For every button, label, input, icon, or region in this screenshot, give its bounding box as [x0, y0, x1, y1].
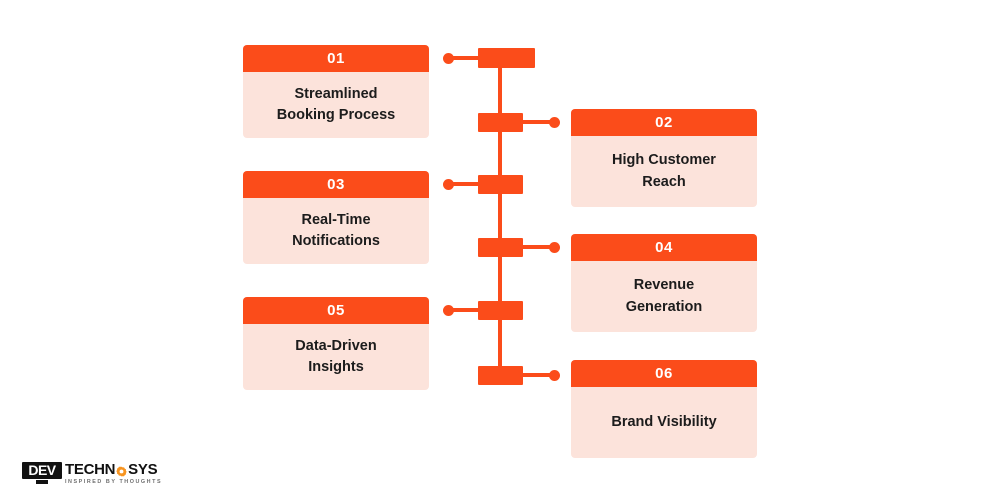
- step-number-06: 06: [571, 360, 757, 387]
- monitor-icon: DEV: [22, 462, 62, 484]
- node-connector-right-06: [521, 373, 554, 377]
- step-title-06: Brand Visibility: [571, 387, 757, 458]
- step-number-01: 01: [243, 45, 429, 72]
- node-block-02: [478, 113, 523, 132]
- node-connector-right-02: [521, 120, 554, 124]
- logo-wordmark: TECHN SYS INSPIRED BY THOUGHTS: [65, 462, 163, 486]
- logo-mark-text: DEV: [22, 462, 62, 479]
- brand-logo: DEV TECHN SYS INSPIRED BY THOUGHTS: [22, 462, 162, 485]
- logo-word-after: SYS: [128, 461, 158, 478]
- step-title-03: Real-Time Notifications: [243, 198, 429, 264]
- step-title-04: Revenue Generation: [571, 261, 757, 332]
- node-block-06: [478, 366, 523, 385]
- logo-word-before: TECHN: [65, 461, 116, 478]
- step-number-05: 05: [243, 297, 429, 324]
- step-number-02: 02: [571, 109, 757, 136]
- node-dot-05: [443, 305, 454, 316]
- timeline-spine: [498, 52, 502, 385]
- node-connector-left-01: [452, 56, 480, 60]
- step-card-04[interactable]: 04 Revenue Generation: [571, 234, 757, 332]
- step-card-03[interactable]: 03 Real-Time Notifications: [243, 171, 429, 264]
- step-title-line2: Generation: [625, 298, 703, 315]
- node-dot-03: [443, 179, 454, 190]
- step-title-line1: Real-Time: [301, 211, 371, 228]
- step-title-02: High Customer Reach: [571, 136, 757, 207]
- step-title-line1: Revenue: [633, 277, 695, 294]
- step-card-05[interactable]: 05 Data-Driven Insights: [243, 297, 429, 390]
- monitor-stand: [36, 480, 48, 484]
- step-number-04: 04: [571, 234, 757, 261]
- node-dot-04: [549, 242, 560, 253]
- node-dot-01: [443, 52, 454, 64]
- node-block-01: [478, 48, 535, 68]
- step-title-line1: High Customer: [612, 152, 716, 169]
- node-dot-06: [549, 370, 560, 381]
- node-connector-left-03: [452, 182, 480, 186]
- step-title-01: Streamlined Booking Process: [243, 72, 429, 138]
- step-title-line2: Notifications: [292, 233, 380, 249]
- step-card-02[interactable]: 02 High Customer Reach: [571, 109, 757, 207]
- step-title-line1: Data-Driven: [295, 337, 377, 354]
- node-block-05: [478, 301, 523, 320]
- step-title-line2: Booking Process: [276, 107, 396, 123]
- step-title-line2: Reach: [642, 173, 686, 190]
- step-title-05: Data-Driven Insights: [243, 324, 429, 390]
- step-card-01[interactable]: 01 Streamlined Booking Process: [243, 45, 429, 138]
- node-dot-02: [549, 117, 560, 128]
- gear-icon: [116, 465, 127, 476]
- node-connector-right-04: [521, 245, 554, 249]
- logo-tagline: INSPIRED BY THOUGHTS: [65, 479, 163, 485]
- step-title-line2: Insights: [308, 359, 364, 375]
- node-block-03: [478, 175, 523, 194]
- step-title-line1: Brand Visibility: [611, 413, 717, 430]
- step-card-06[interactable]: 06 Brand Visibility: [571, 360, 757, 458]
- step-number-03: 03: [243, 171, 429, 198]
- step-title-line1: Streamlined: [294, 85, 378, 102]
- logo-word-row: TECHN SYS: [65, 462, 162, 478]
- node-block-04: [478, 238, 523, 257]
- node-connector-left-05: [452, 308, 480, 312]
